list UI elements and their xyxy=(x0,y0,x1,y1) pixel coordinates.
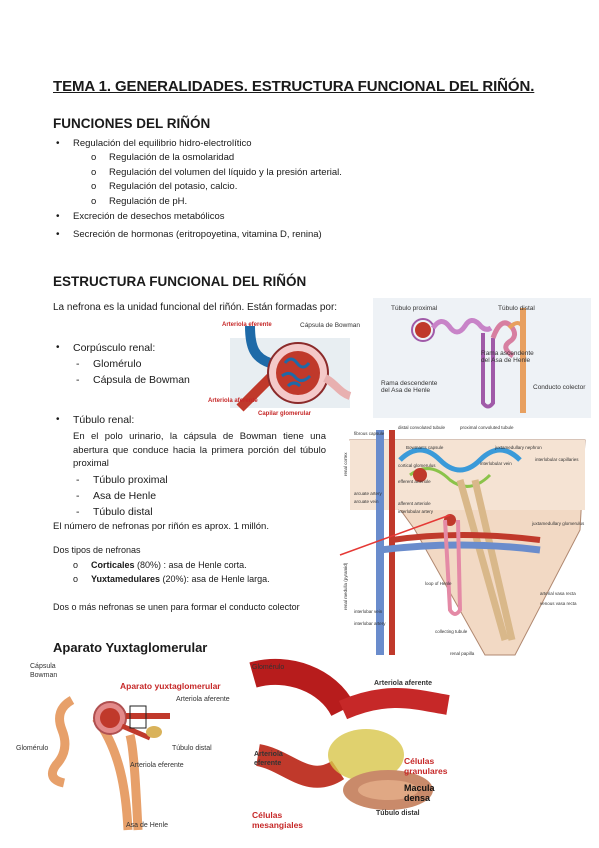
corticales-rest: (80%) : asa de Henle corta. xyxy=(134,560,247,570)
fig4-arteriola-aferente: Arteriola aferente xyxy=(176,696,230,703)
sub-bullet: o xyxy=(73,560,79,570)
fig5-macula: Macula densa xyxy=(404,783,435,803)
corpusculo-figure: Arteriola eferente Cápsula de Bowman Art… xyxy=(208,318,360,418)
dash: - xyxy=(76,374,80,386)
fig5-mesangiales: Células mesangiales xyxy=(252,810,304,830)
bullet-3: • xyxy=(56,229,60,240)
sub-bullet: o xyxy=(91,152,97,163)
fig3-label: arcuate vein xyxy=(354,499,379,504)
fig3-label: renal cortex xyxy=(343,452,348,476)
renal-section-figure: fibrous capsule distal convoluted tubule… xyxy=(339,420,590,662)
fig4-capsula: Cápsula Bowman xyxy=(30,663,58,679)
fig2-rama-ascendente: Rama ascendente del Asa de Henle xyxy=(481,350,534,364)
fig1-capsula: Cápsula de Bowman xyxy=(300,322,360,329)
bullet-1: • xyxy=(56,138,60,149)
dash: - xyxy=(76,474,80,486)
funciones-sub-1: Regulación de la osmolaridad xyxy=(109,152,235,163)
estructura-intro: La nefrona es la unidad funcional del ri… xyxy=(53,302,338,313)
fig5-granulares: Células granulares xyxy=(404,756,448,776)
funciones-sub-3: Regulación del potasio, calcio. xyxy=(109,181,238,192)
fig3-label: interlobular artery xyxy=(398,509,434,514)
corticales-line: Corticales (80%) : asa de Henle corta. xyxy=(91,558,247,572)
fig3-label: juxtamedullary glomerulus xyxy=(532,521,585,526)
fig1-arteriola-aferente: Arteriola aferente xyxy=(208,398,258,404)
fig3-label: venous vasa recta xyxy=(540,601,577,606)
fig3-label: renal papilla xyxy=(450,651,475,656)
fig4-asa-henle: Asa de Henle xyxy=(126,822,169,829)
sub-bullet: o xyxy=(91,167,97,178)
sub-bullet: o xyxy=(73,574,79,584)
tubulo-description: En el polo urinario, la cápsula de Bowma… xyxy=(73,431,326,469)
bullet-2: • xyxy=(56,211,60,222)
yuxta-nephron-figure: Cápsula Bowman Aparato yuxtaglomerular A… xyxy=(10,660,242,840)
fig1-arteriola-eferente: Arteriola eferente xyxy=(222,322,272,328)
funciones-heading: FUNCIONES DEL RIÑÓN xyxy=(53,116,211,131)
fig3-label: arcuate artery xyxy=(354,491,382,496)
fig2-tubulo-distal: Túbulo distal xyxy=(498,305,535,312)
tubulo-distal-item: Túbulo distal xyxy=(93,506,153,518)
funciones-item-2: Excreción de desechos metabólicos xyxy=(73,211,225,222)
fig4-title: Aparato yuxtaglomerular xyxy=(120,681,221,691)
fig3-label: afferent arteriole xyxy=(398,501,431,506)
tipos-heading: Dos tipos de nefronas xyxy=(53,545,141,555)
fig3-label: loop of Henle xyxy=(425,581,452,586)
fig3-label: efferent arteriole xyxy=(398,479,431,484)
fig4-tubulo-distal: Túbulo distal xyxy=(172,745,212,752)
funciones-item-1: Regulación del equilibrio hidro-electrol… xyxy=(73,138,252,149)
fig3-label: fibrous capsule xyxy=(354,431,385,436)
fig5-arteriola-aferente: Arteriola aferente xyxy=(374,680,432,687)
yuxta-bold: Yuxtamedulares xyxy=(91,574,161,584)
fig3-label: interlobular capillaries xyxy=(535,457,579,462)
bullet-tubulo: • xyxy=(56,414,60,425)
sub-bullet: o xyxy=(91,196,97,207)
fig2-conducto: Conducto colector xyxy=(533,384,586,391)
sub-bullet: o xyxy=(91,181,97,192)
fig5-glomerulo: Glomérulo xyxy=(252,664,285,671)
dash: - xyxy=(76,358,80,370)
fig3-label: juxtamedullary nephron xyxy=(495,445,542,450)
yuxta-detail-figure: Glomérulo Arteriola aferente Arteriola e… xyxy=(248,658,456,842)
funciones-item-3: Secreción de hormonas (eritropoyetina, v… xyxy=(73,229,322,240)
fig4-glomerulo: Glomérulo xyxy=(16,745,49,752)
fig3-label: interlobular vein xyxy=(480,461,512,466)
funciones-sub-2: Regulación del volumen del líquido y la … xyxy=(109,167,342,178)
colector-text: Dos o más nefronas se unen para formar e… xyxy=(53,602,300,612)
yuxta-line: Yuxtamedulares (20%): asa de Henle larga… xyxy=(91,572,270,586)
nefrona-figure: Túbulo proximal Túbulo distal Rama ascen… xyxy=(373,298,591,418)
fig4-capsula-1: Cápsula Bowman xyxy=(30,662,60,680)
fig5-tubulo-distal: Túbulo distal xyxy=(376,810,420,817)
funciones-sub-4: Regulación de pH. xyxy=(109,196,188,207)
aparato-heading: Aparato Yuxtaglomerular xyxy=(53,640,208,655)
page-title: TEMA 1. GENERALIDADES. ESTRUCTURA FUNCIO… xyxy=(53,78,535,95)
dash: - xyxy=(76,506,80,518)
capsula-item: Cápsula de Bowman xyxy=(93,374,190,386)
fig3-label: interlobar vein xyxy=(354,609,383,614)
fig4-arteriola-eferente: Arteriola eferente xyxy=(130,762,184,769)
fig3-label: interlobar artery xyxy=(354,621,386,626)
estructura-heading: ESTRUCTURA FUNCIONAL DEL RIÑÓN xyxy=(53,274,307,289)
tubulo-proximal-item: Túbulo proximal xyxy=(93,474,168,486)
glomerulo-item: Glomérulo xyxy=(93,358,142,370)
fig2-tubulo-proximal: Túbulo proximal xyxy=(391,305,438,312)
numero-nefronas: El número de nefronas por riñón es aprox… xyxy=(53,521,269,532)
tubulo-label: Túbulo renal: xyxy=(73,414,135,426)
fig5-arteriola-eferente: Arteriola eferente xyxy=(254,751,283,767)
fig3-label: arterial vasa recta xyxy=(540,591,576,596)
fig3-label: distal convoluted tubule xyxy=(398,425,446,430)
fig3-label: cortical glomerulus xyxy=(398,463,436,468)
fig3-label: renal medulla (pyramid) xyxy=(343,562,348,610)
yuxta-rest: (20%): asa de Henle larga. xyxy=(160,574,270,584)
fig2-rama-descendente: Rama descendente del Asa de Henle xyxy=(381,380,438,394)
asa-henle-item: Asa de Henle xyxy=(93,490,157,502)
corpusculo-label: Corpúsculo renal: xyxy=(73,342,156,354)
corticales-bold: Corticales xyxy=(91,560,135,570)
fig3-label: Bowman's capsule xyxy=(406,445,444,450)
bullet-corpusculo: • xyxy=(56,342,60,353)
fig1-capilar: Capilar glomerular xyxy=(258,411,312,417)
fig3-label: collecting tubule xyxy=(435,629,468,634)
fig3-label: proximal convoluted tubule xyxy=(460,425,514,430)
dash: - xyxy=(76,490,80,502)
